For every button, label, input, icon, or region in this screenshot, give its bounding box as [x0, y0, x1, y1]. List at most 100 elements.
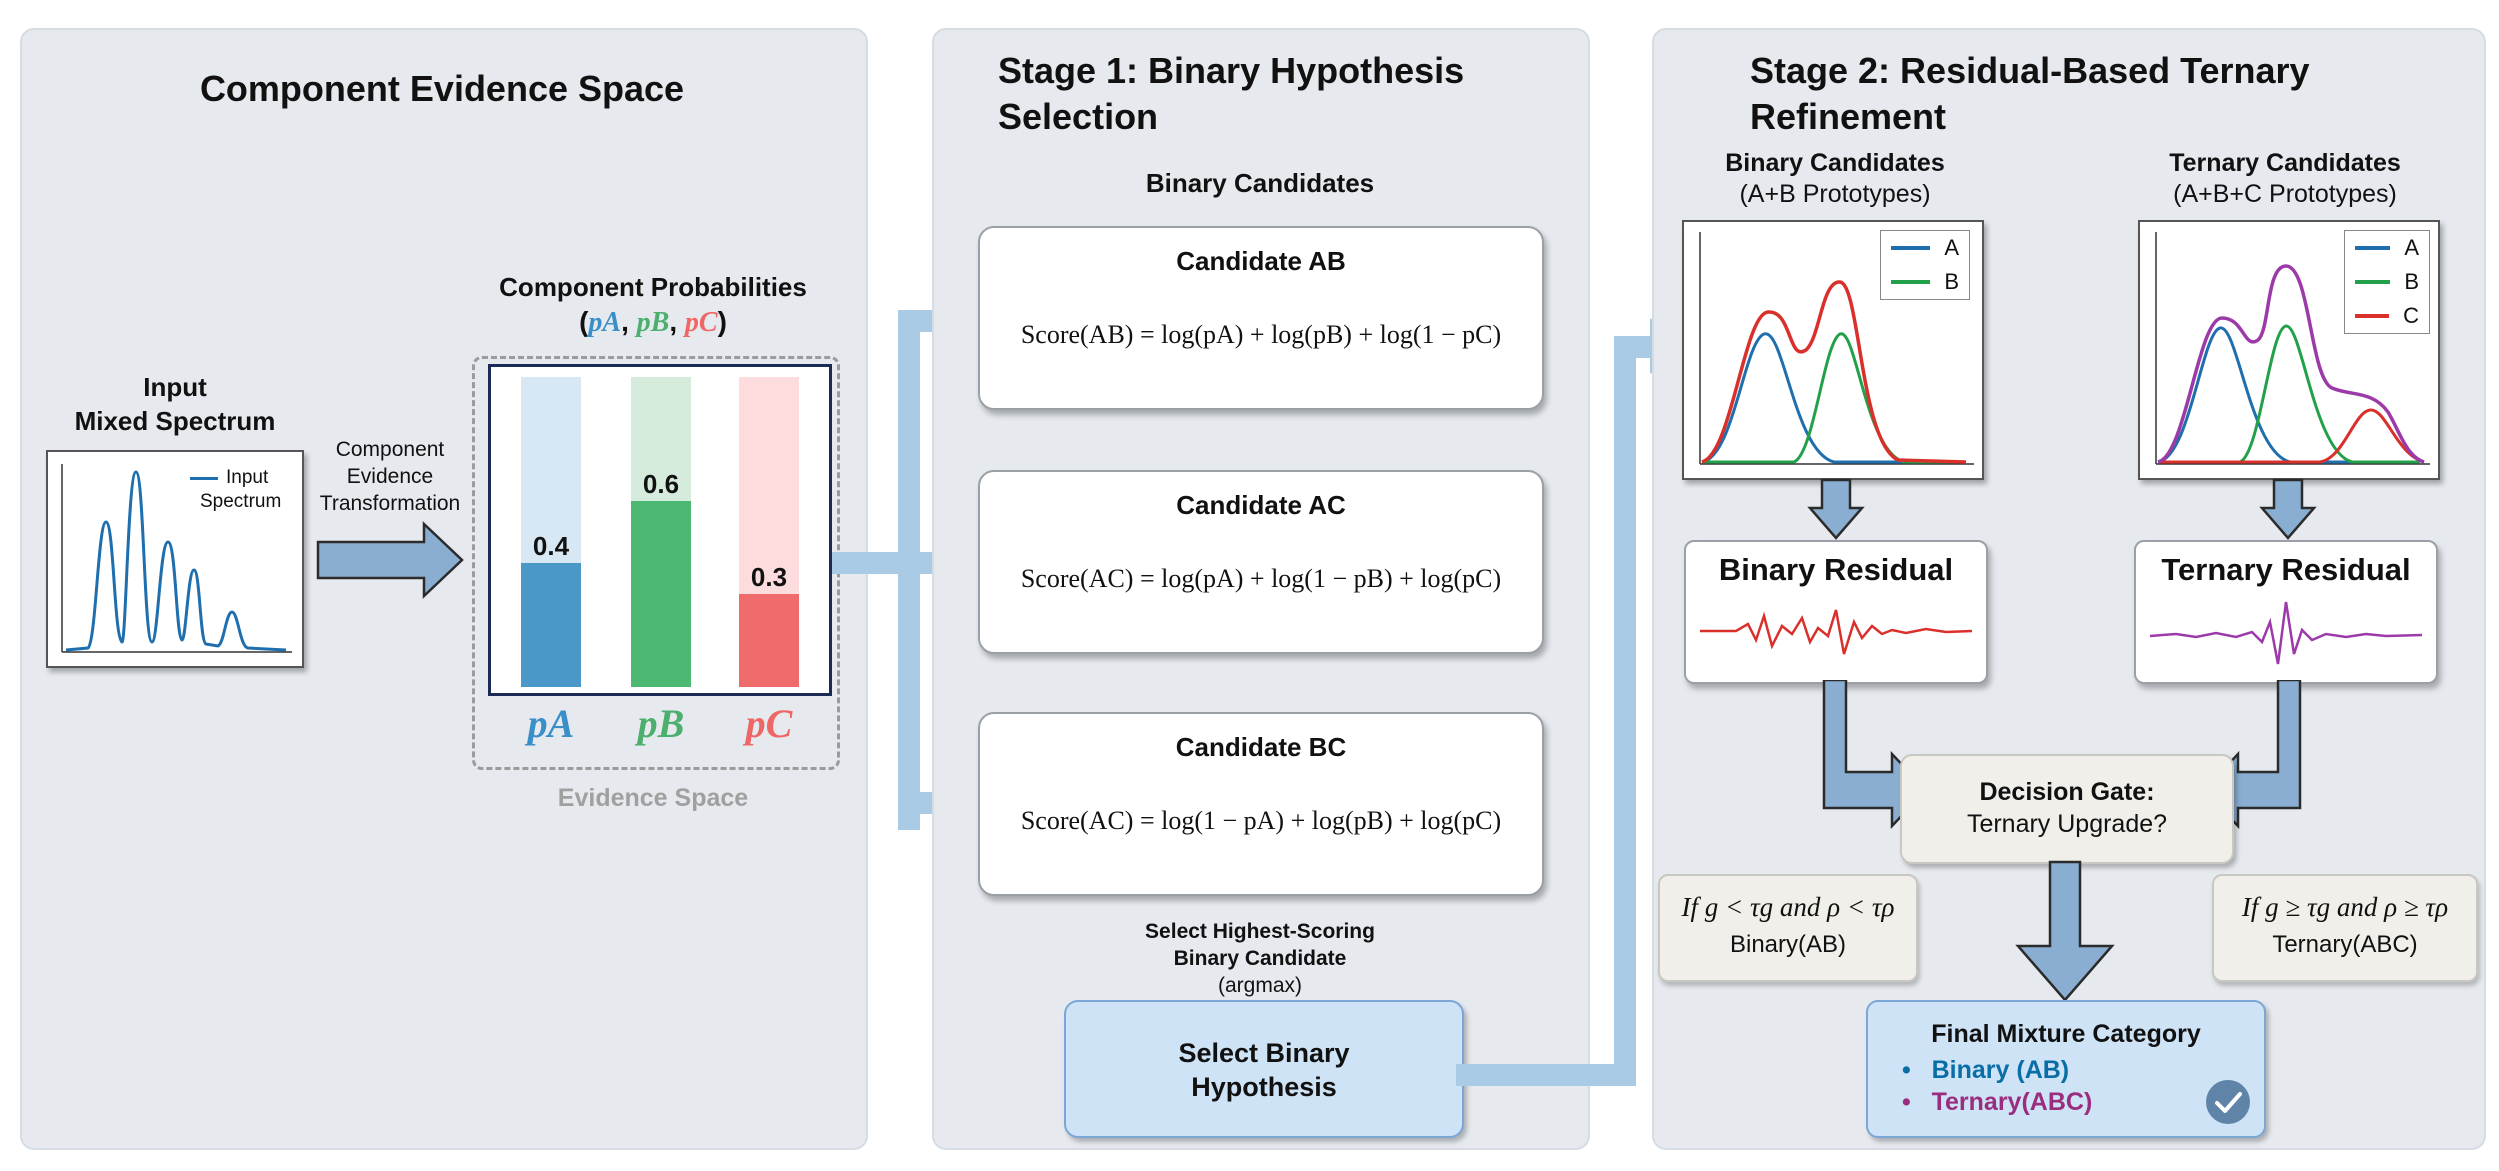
- condition-binary-box: If g < τg and ρ < τρ Binary(AB): [1658, 874, 1918, 982]
- transform-line1: Component: [335, 438, 445, 461]
- probs-title: Component Probabilities: [499, 272, 807, 302]
- ternary-residual-box: Ternary Residual: [2134, 540, 2438, 684]
- select-note-line3: (argmax): [1217, 974, 1302, 997]
- candidate-ac-formula: Score(AC) = log(pA) + log(1 − pB) + log(…: [1020, 564, 1502, 593]
- ternary-curve-a: [2157, 326, 2420, 464]
- probs-tuple-c: pC: [684, 307, 718, 338]
- check-circle-icon: [2206, 1080, 2250, 1124]
- ternary-legend: A B C: [2344, 230, 2430, 334]
- bar-value-label-pA: 0.4: [533, 531, 570, 561]
- input-legend: Input Spectrum: [190, 466, 281, 514]
- probs-tuple: (pA, pB, pC): [579, 306, 727, 338]
- bar-category-label-pB: pB: [637, 701, 685, 746]
- binary-curve-a: [1701, 332, 1964, 464]
- final-item-ternary: • Ternary(ABC): [1902, 1088, 2093, 1116]
- candidate-bc-title: Candidate BC: [1175, 732, 1347, 762]
- binary-prototype-svg: [1699, 232, 1974, 465]
- candidate-ac-title: Candidate AC: [1176, 490, 1346, 520]
- bar-pC: [739, 594, 799, 687]
- ternary-residual-title: Ternary Residual: [2161, 552, 2411, 587]
- select-note: Select Highest-Scoring Binary Candidate …: [1060, 918, 1460, 999]
- bar-category-label-pA: pA: [527, 701, 575, 746]
- binary-curve-b: [1704, 332, 1964, 464]
- select-note-line2: Binary Candidate: [1173, 947, 1347, 970]
- ternary-legend-b: B: [2404, 269, 2419, 294]
- candidate-ab-formula: Score(AB) = log(pA) + log(pB) + log(1 − …: [1020, 320, 1502, 349]
- stage2-binary-sub: (A+B Prototypes): [1739, 180, 1931, 208]
- select-box-line1: Select Binary: [1178, 1038, 1350, 1068]
- select-binary-hypothesis-box: Select Binary Hypothesis: [1064, 1000, 1464, 1138]
- condition-binary-result: Binary(AB): [1729, 931, 1847, 958]
- input-spectrum-plot: Input Spectrum: [46, 450, 304, 668]
- probs-tuple-b: pB: [636, 307, 670, 338]
- ternary-candidates-header: Ternary Candidates (A+B+C Prototypes): [2130, 148, 2440, 210]
- panel1-title: Component Evidence Space: [199, 68, 685, 109]
- candidate-bc-formula: Score(AC) = log(1 − pA) + log(pB) + log(…: [1020, 806, 1502, 835]
- ternary-legend-a: A: [2404, 235, 2419, 260]
- bar-chart-svg: 0.40.60.3: [521, 377, 799, 687]
- candidate-card-ab: Candidate AB Score(AB) = log(pA) + log(p…: [978, 226, 1544, 410]
- select-note-line1: Select Highest-Scoring: [1145, 920, 1375, 943]
- condition-ternary-box: If g ≥ τg and ρ ≥ τρ Ternary(ABC): [2212, 874, 2478, 982]
- stage2-title-line1: Stage 2: Residual-Based Ternary: [1750, 50, 2310, 91]
- binary-down-arrow: [1807, 478, 1865, 540]
- decision-gate-box: Decision Gate: Ternary Upgrade?: [1900, 754, 2234, 864]
- binary-candidates-label: Binary Candidates: [1145, 168, 1375, 198]
- stage2-ternary-title: Ternary Candidates: [2169, 149, 2401, 177]
- stage1-title: Stage 1: Binary Hypothesis Selection: [998, 48, 1558, 140]
- ternary-down-arrow: [2259, 478, 2317, 540]
- transform-label: Component Evidence Transformation: [310, 436, 470, 517]
- gate-down-arrow: [2015, 860, 2115, 1002]
- final-item-binary: • Binary (AB): [1902, 1056, 2070, 1084]
- final-category-title: Final Mixture Category: [1931, 1020, 2201, 1048]
- stage1-title-line2: Selection: [998, 96, 1159, 137]
- input-spectrum-line: [65, 470, 287, 652]
- input-title: Input Mixed Spectrum: [40, 370, 310, 438]
- stage2-ternary-sub: (A+B+C Prototypes): [2173, 180, 2397, 208]
- ternary-curve-b: [2160, 324, 2420, 464]
- input-legend-line1: Input: [226, 467, 269, 488]
- bar-category-labels: pA pB pC: [491, 700, 823, 750]
- binary-legend-b: B: [1944, 269, 1959, 294]
- candidate-ab-title: Candidate AB: [1176, 246, 1346, 276]
- final-category-box: Final Mixture Category • Binary (AB) • T…: [1866, 1000, 2266, 1138]
- ternary-curve-sum: [2157, 264, 2425, 464]
- binary-legend: A B: [1880, 230, 1970, 300]
- bar-category-label-pC: pC: [745, 701, 793, 746]
- transform-arrow: [316, 521, 464, 599]
- bar-pB: [631, 501, 691, 687]
- input-spectrum-svg: [61, 464, 292, 653]
- bar-value-label-pB: 0.6: [643, 469, 679, 499]
- gate-line1: Decision Gate:: [1979, 778, 2155, 806]
- input-title-line1: Input: [143, 372, 207, 402]
- stage1-title-line1: Stage 1: Binary Hypothesis: [998, 50, 1465, 91]
- gate-line2: Ternary Upgrade?: [1966, 810, 2168, 838]
- binary-candidates-header: Binary Candidates (A+B Prototypes): [1680, 148, 1990, 210]
- condition-ternary-result: Ternary(ABC): [2272, 931, 2418, 958]
- probs-tuple-a: pA: [588, 307, 622, 338]
- candidate-card-bc: Candidate BC Score(AC) = log(1 − pA) + l…: [978, 712, 1544, 896]
- candidate-card-ac: Candidate AC Score(AC) = log(pA) + log(1…: [978, 470, 1544, 654]
- condition-binary-formula: If g < τg and ρ < τρ: [1681, 892, 1895, 922]
- transform-line3: Transformation: [319, 492, 461, 515]
- binary-residual-title: Binary Residual: [1718, 552, 1954, 587]
- ternary-curve-c: [2160, 408, 2425, 464]
- input-title-line2: Mixed Spectrum: [74, 406, 276, 436]
- ternary-prototype-svg: [2155, 232, 2430, 465]
- stage2-title-line2: Refinement: [1750, 96, 1947, 137]
- stage2-binary-title: Binary Candidates: [1725, 149, 1945, 177]
- binary-residual-box: Binary Residual: [1684, 540, 1988, 684]
- ternary-prototype-plot: A B C: [2138, 220, 2440, 480]
- binary-legend-a: A: [1944, 235, 1959, 260]
- binary-residual-wave: [1700, 609, 1973, 655]
- binary-curve-sum: [1701, 280, 1967, 464]
- input-legend-swatch: [190, 476, 218, 480]
- bar-pA: [521, 563, 581, 687]
- ternary-residual-wave: [2149, 601, 2423, 665]
- evidence-space-label: Evidence Space: [557, 784, 749, 812]
- ternary-legend-c: C: [2403, 303, 2419, 328]
- select-box-line2: Hypothesis: [1191, 1072, 1337, 1102]
- input-legend-line2: Spectrum: [200, 491, 282, 512]
- transform-line2: Evidence: [346, 465, 434, 488]
- condition-ternary-formula: If g ≥ τg and ρ ≥ τρ: [2241, 892, 2449, 922]
